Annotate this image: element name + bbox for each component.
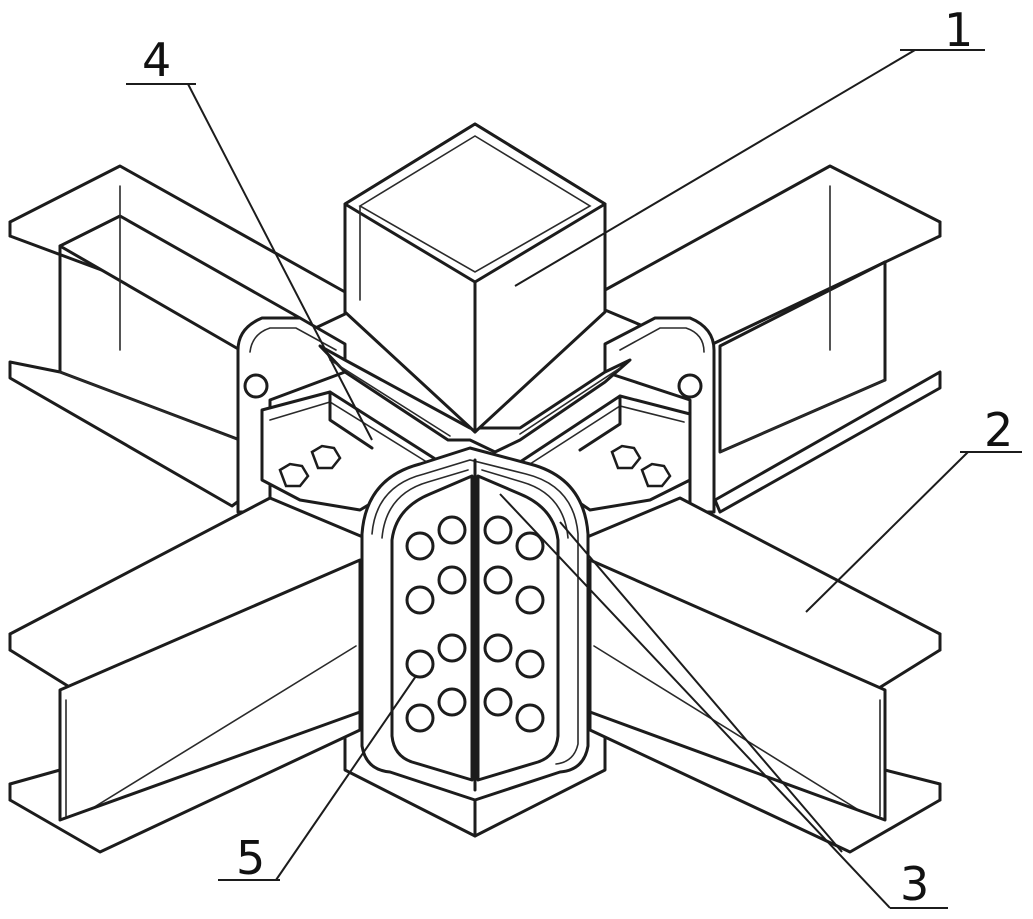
callout-5: 5 <box>236 831 265 885</box>
callout-labels: 1 2 3 4 5 <box>142 3 1013 911</box>
callout-4: 4 <box>142 33 171 87</box>
leader-line-3a <box>499 493 891 909</box>
bolt-icon <box>483 565 513 595</box>
back-nuts <box>278 444 672 488</box>
bolt-icon <box>677 373 703 399</box>
bolt-icon <box>405 703 435 733</box>
bolt-icon <box>405 585 435 615</box>
nut-icon <box>310 444 342 470</box>
square-tube-column <box>343 122 607 434</box>
callout-2: 2 <box>984 403 1013 457</box>
front-angle-connection-plate <box>360 446 590 802</box>
right-back-i-beam <box>603 164 942 514</box>
leader-line-4 <box>187 83 373 441</box>
bolt-icon <box>405 531 435 561</box>
bolt-icon <box>437 687 467 717</box>
nut-icon <box>640 462 672 488</box>
nut-icon <box>610 444 642 470</box>
leader-line-1 <box>514 49 916 287</box>
right-front-i-beam <box>578 496 942 854</box>
back-right-connection-plate <box>603 316 716 514</box>
bolt-icon <box>437 633 467 663</box>
bolt-icon <box>483 687 513 717</box>
nut-icon <box>278 462 310 488</box>
bolt-icon <box>437 515 467 545</box>
bolt-icon <box>515 585 545 615</box>
leader-lines <box>126 49 1022 909</box>
front-plate-bolts <box>405 515 545 733</box>
bolt-icon <box>483 633 513 663</box>
leader-line-3b <box>559 521 843 853</box>
leader-line-5 <box>275 675 417 881</box>
bolt-icon <box>483 515 513 545</box>
bolt-icon <box>515 703 545 733</box>
bolt-icon <box>437 565 467 595</box>
bolt-icon <box>515 649 545 679</box>
leader-line-2 <box>805 451 969 613</box>
left-front-i-beam <box>8 496 372 854</box>
bolt-icon <box>405 649 435 679</box>
left-back-i-beam <box>8 164 347 508</box>
callout-3: 3 <box>900 857 929 911</box>
bolt-icon <box>243 373 269 399</box>
bolt-icon <box>515 531 545 561</box>
callout-1: 1 <box>944 3 973 57</box>
